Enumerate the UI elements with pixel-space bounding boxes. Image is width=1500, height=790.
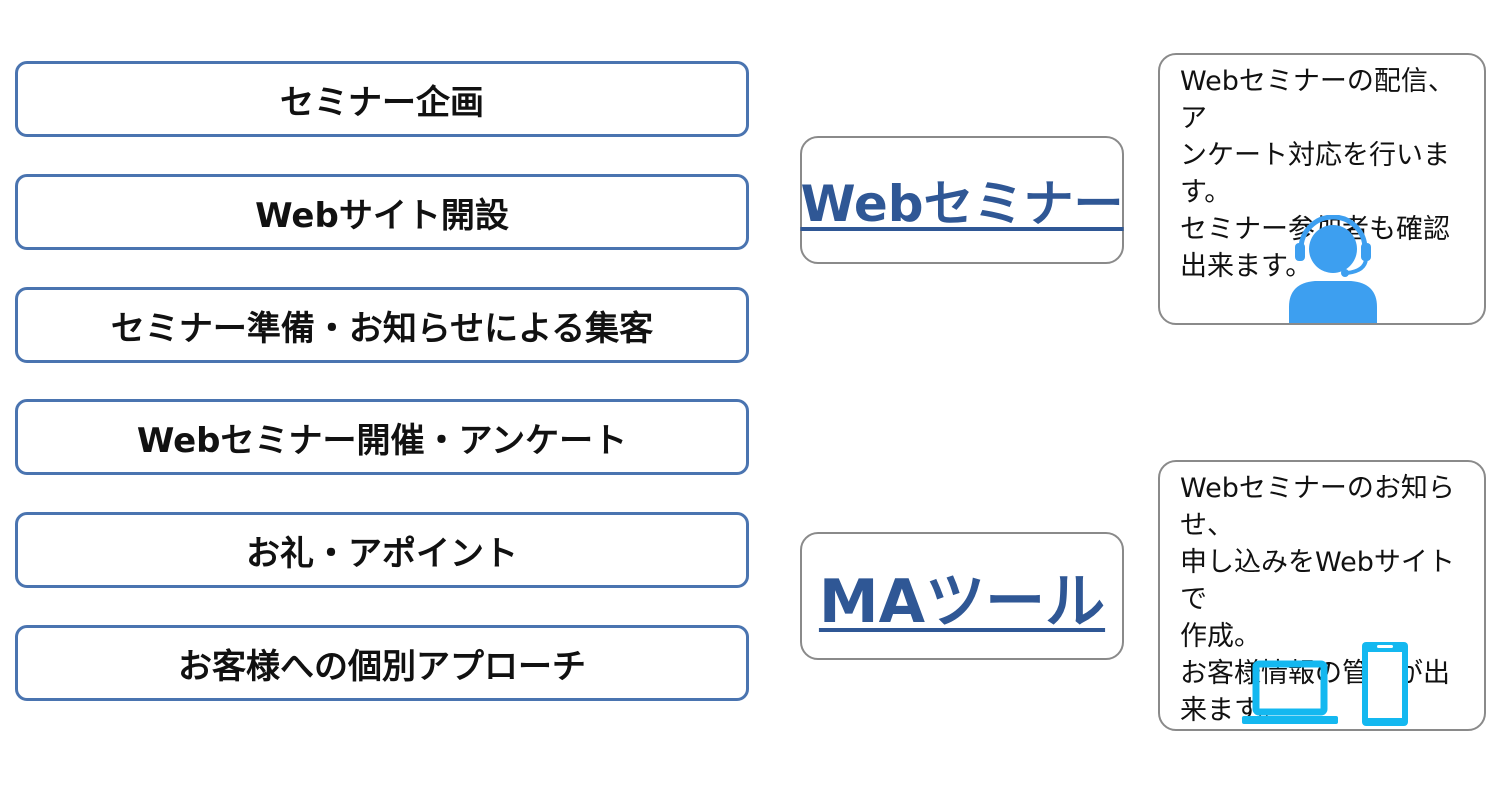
step-seminar-preparation: セミナー準備・お知らせによる集客 [15, 287, 749, 363]
step-website-setup: Webサイト開設 [15, 174, 749, 250]
step-seminar-planning: セミナー企画 [15, 61, 749, 137]
webinar-description-box: Webセミナーの配信、ア ンケート対応を行います。 セミナー参加者も確認 出来ま… [1158, 53, 1486, 325]
ma-tool-label: MAツール [818, 566, 1106, 637]
ma-tool-box: MAツール [800, 532, 1124, 660]
step-thanks-appointment: お礼・アポイント [15, 512, 749, 588]
ma-description-text: Webセミナーのお知らせ、 申し込みをWebサイトで 作成。 お客様情報の管理が… [1180, 473, 1455, 726]
webinar-description-text: Webセミナーの配信、ア ンケート対応を行います。 セミナー参加者も確認 出来ま… [1180, 66, 1455, 282]
webinar-tool-box: Webセミナー [800, 136, 1124, 264]
smartphone-icon [1362, 642, 1408, 726]
laptop-icon [1242, 660, 1338, 724]
headset-operator-icon [1289, 215, 1377, 323]
step-webinar-event: Webセミナー開催・アンケート [15, 399, 749, 475]
webinar-tool-label: Webセミナー [800, 175, 1124, 233]
step-individual-approach: お客様への個別アプローチ [15, 625, 749, 701]
